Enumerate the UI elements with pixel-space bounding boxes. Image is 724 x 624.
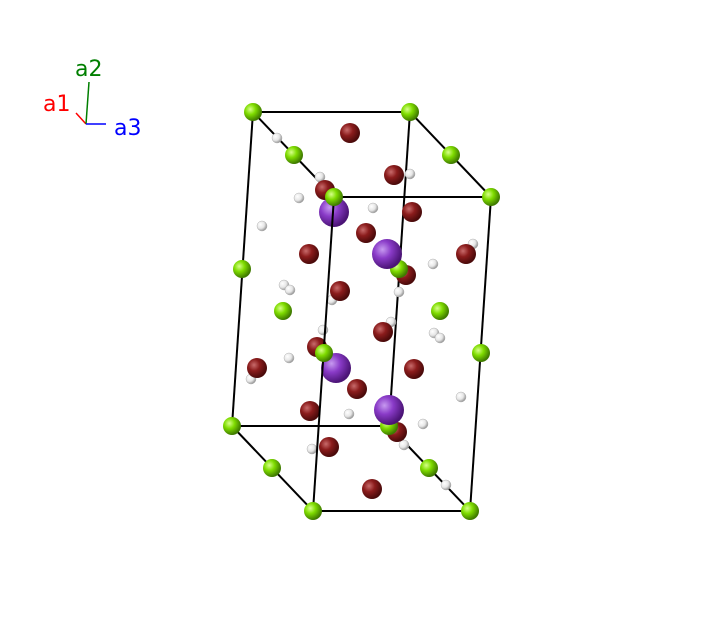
atom-white <box>306 443 318 455</box>
unit-cell-back-edges <box>231 111 492 512</box>
atom-red <box>340 123 360 143</box>
atom-green <box>274 302 292 320</box>
atom-green <box>263 459 281 477</box>
atom-white <box>417 418 429 430</box>
atom-red <box>404 359 424 379</box>
atom-green <box>315 344 333 362</box>
atom-purple <box>374 395 404 425</box>
axis-a2-line <box>85 81 90 125</box>
atom-red <box>347 379 367 399</box>
atom-white <box>256 220 268 232</box>
atom-purple <box>319 197 349 227</box>
axis-a1-line <box>75 112 87 125</box>
atom-green <box>285 146 303 164</box>
green-atoms-front <box>304 188 500 520</box>
atom-white <box>404 168 416 180</box>
atom-red <box>356 223 376 243</box>
atom-white <box>343 408 355 420</box>
atom-red <box>402 202 422 222</box>
atom-green <box>461 502 479 520</box>
atom-red <box>362 479 382 499</box>
atom-red <box>384 165 404 185</box>
atom-green <box>244 103 262 121</box>
atom-red <box>247 358 267 378</box>
axis-a3-label: a3 <box>114 116 141 141</box>
axis-a2-label: a2 <box>75 57 102 82</box>
atom-red <box>300 401 320 421</box>
atom-green <box>304 502 322 520</box>
atom-white <box>367 202 379 214</box>
red-atoms <box>247 123 476 499</box>
atom-red <box>319 437 339 457</box>
axis-a1-label: a1 <box>43 92 70 117</box>
atom-green <box>482 188 500 206</box>
atom-white <box>293 192 305 204</box>
atom-red <box>330 281 350 301</box>
atom-white <box>283 352 295 364</box>
axis-triad: a1 a2 a3 <box>43 57 141 141</box>
atom-white <box>434 332 446 344</box>
atom-green <box>401 103 419 121</box>
atom-green <box>233 260 251 278</box>
atom-green <box>223 417 241 435</box>
white-atoms <box>245 132 479 491</box>
atom-white <box>317 324 329 336</box>
atom-green <box>472 344 490 362</box>
atom-green <box>431 302 449 320</box>
atom-white <box>393 286 405 298</box>
atom-red <box>456 244 476 264</box>
atom-white <box>440 479 452 491</box>
atom-green <box>442 146 460 164</box>
atom-white <box>398 439 410 451</box>
atom-white <box>284 284 296 296</box>
atom-green <box>325 188 343 206</box>
atom-purple <box>372 239 402 269</box>
atom-green <box>420 459 438 477</box>
atom-white <box>455 391 467 403</box>
atom-red <box>299 244 319 264</box>
atom-white <box>427 258 439 270</box>
atom-white <box>271 132 283 144</box>
atom-red <box>373 322 393 342</box>
